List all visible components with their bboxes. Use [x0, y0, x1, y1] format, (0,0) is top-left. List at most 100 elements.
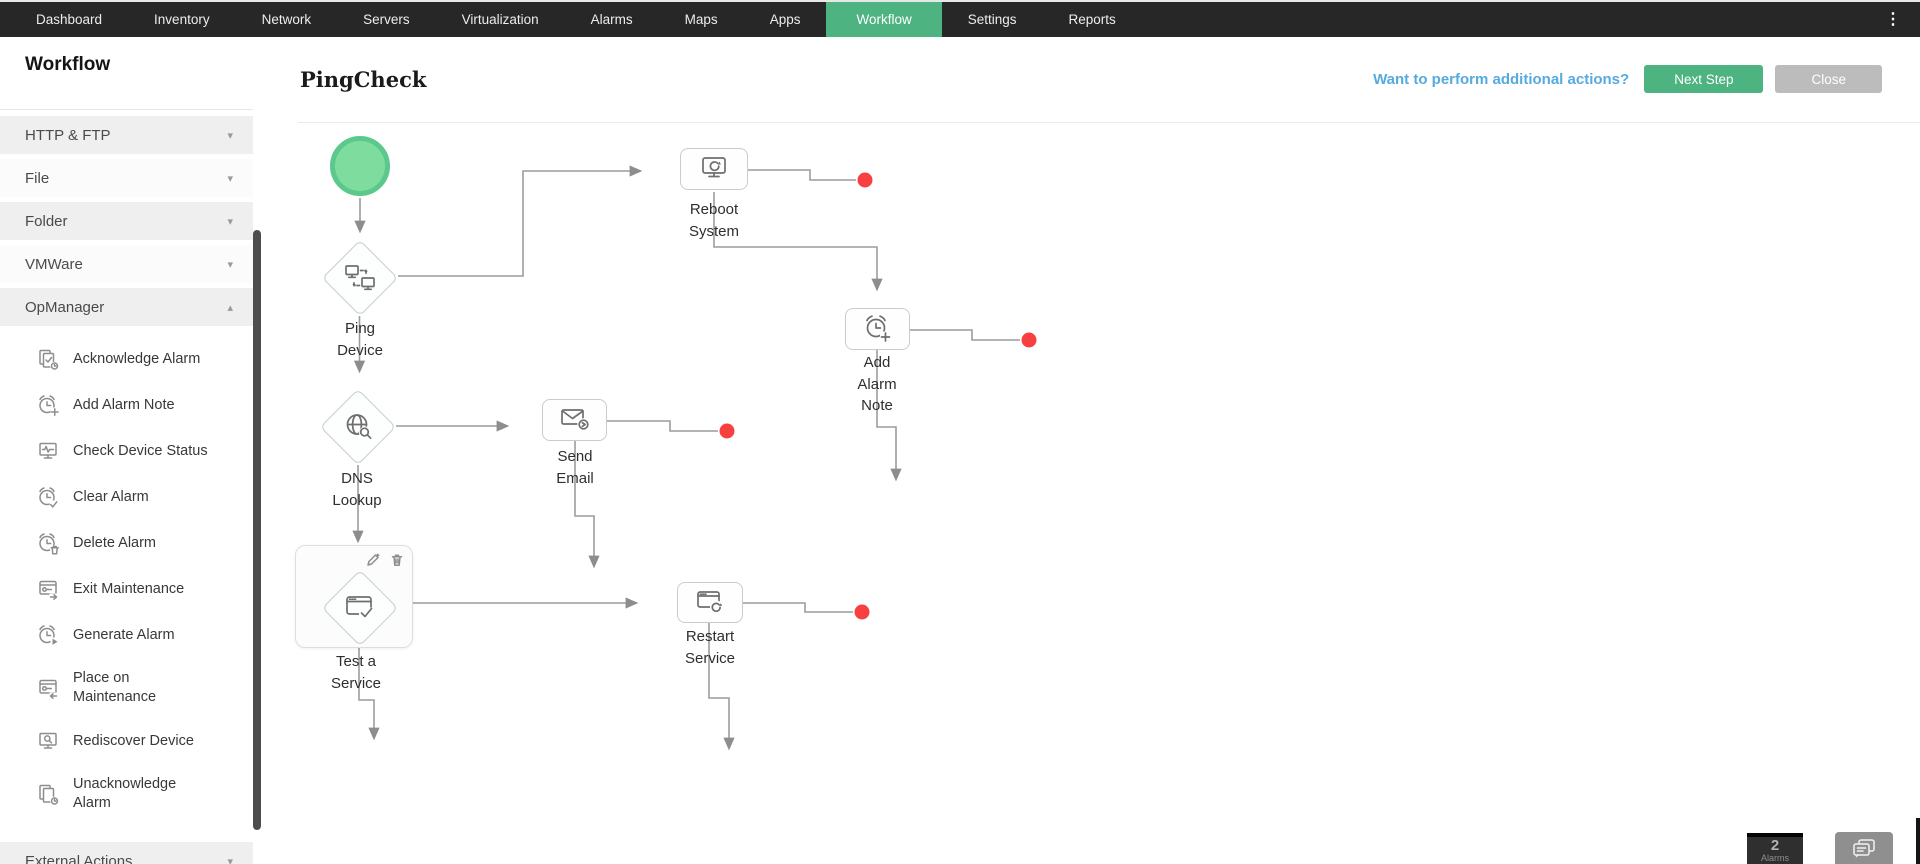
node-label-ping-device: Ping Device: [337, 320, 383, 359]
unconnected-endpoint-dot[interactable]: [719, 423, 735, 439]
page-title: PingCheck: [300, 66, 427, 92]
unconnected-endpoint-dot[interactable]: [854, 604, 870, 620]
sidebar-item-clear-alarm[interactable]: Clear Alarm: [0, 474, 253, 520]
item-label: Rediscover Device: [73, 732, 194, 749]
sidebar-item-check-device-status[interactable]: Check Device Status: [0, 428, 253, 474]
delete-icon[interactable]: [390, 553, 404, 567]
exit-maintenance-icon: [39, 580, 60, 601]
chevron-up-icon: ▴: [227, 301, 233, 314]
sidebar-section-vmware[interactable]: VMWare ▾: [0, 245, 253, 283]
sidebar-item-place-on-maintenance[interactable]: Place on Maintenance: [0, 658, 253, 718]
node-label-send-email: Send Email: [556, 448, 594, 487]
sidebar-section-file[interactable]: File ▾: [0, 159, 253, 197]
alarm-count-widget[interactable]: 2 Alarms: [1747, 833, 1803, 864]
node-dns-lookup[interactable]: [319, 388, 397, 466]
additional-actions-link[interactable]: Want to perform additional actions?: [1373, 70, 1630, 88]
nav-item-workflow[interactable]: Workflow: [826, 2, 942, 37]
node-test-a-service-selection[interactable]: [295, 545, 413, 648]
nav-item-inventory[interactable]: Inventory: [154, 12, 210, 27]
sidebar-section-external-actions[interactable]: External Actions ▾: [0, 842, 253, 864]
next-step-button[interactable]: Next Step: [1644, 65, 1764, 93]
node-label-restart-service: Restart Service: [684, 628, 736, 667]
section-label: External Actions: [25, 852, 133, 864]
opmanager-items: Acknowledge Alarm Add Alarm Note Check D…: [0, 331, 253, 826]
nav-item-maps[interactable]: Maps: [684, 12, 718, 27]
connector-send-email-to-endpoint: [607, 420, 718, 432]
sidebar-item-exit-maintenance[interactable]: Exit Maintenance: [0, 566, 253, 612]
node-add-alarm-note[interactable]: [845, 308, 910, 350]
nav-item-servers[interactable]: Servers: [363, 12, 410, 27]
reboot-system-icon: [702, 157, 726, 178]
item-label: Add Alarm Note: [73, 396, 175, 413]
ping-device-icon: [345, 265, 375, 291]
item-label: Unacknowledge Alarm: [73, 776, 177, 811]
unconnected-endpoint-dot[interactable]: [1021, 332, 1037, 348]
workflow-sidebar: Workflow HTTP & FTP ▾ File ▾ Folder ▾ VM…: [0, 37, 265, 864]
acknowledge-alarm-icon: [39, 349, 59, 371]
nav-item-apps[interactable]: Apps: [769, 12, 801, 27]
sidebar-section-opmanager[interactable]: OpManager ▴: [0, 288, 253, 326]
send-email-icon: [560, 409, 590, 431]
sidebar-title: Workflow: [25, 54, 111, 75]
nav-item-settings[interactable]: Settings: [967, 12, 1017, 27]
place-on-maintenance-icon: [39, 679, 60, 700]
generate-alarm-icon: [39, 625, 60, 647]
connector-restart-down: [708, 623, 735, 751]
node-test-a-service[interactable]: [321, 569, 399, 647]
rediscover-device-icon: [39, 732, 57, 749]
node-reboot-system[interactable]: [680, 148, 748, 190]
node-label-test-a-service: Test a Service: [330, 653, 382, 692]
header-divider: [298, 122, 1920, 123]
close-button[interactable]: Close: [1775, 65, 1882, 93]
section-label: HTTP & FTP: [25, 126, 111, 144]
connector-reboot-to-endpoint: [748, 169, 856, 181]
add-alarm-note-icon: [865, 315, 891, 343]
node-send-email[interactable]: [542, 399, 607, 441]
connector-add-note-to-endpoint: [910, 329, 1020, 341]
sidebar-item-generate-alarm[interactable]: Generate Alarm: [0, 612, 253, 658]
sidebar-scrollbar[interactable]: [253, 230, 261, 830]
node-label-dns-lookup: DNS Lookup: [332, 470, 382, 509]
connector-test-down: [358, 648, 380, 741]
sidebar-item-acknowledge-alarm[interactable]: Acknowledge Alarm: [0, 336, 253, 382]
sidebar-section-folder[interactable]: Folder ▾: [0, 202, 253, 240]
dns-lookup-icon: [346, 414, 372, 440]
sidebar-section-http-ftp[interactable]: HTTP & FTP ▾: [0, 116, 253, 154]
add-alarm-note-icon: [39, 395, 60, 417]
node-label-reboot-system: Reboot System: [688, 201, 739, 240]
check-device-status-icon: [39, 442, 57, 459]
connector-add-note-down: [876, 350, 902, 482]
delete-alarm-icon: [39, 533, 60, 555]
item-label: Generate Alarm: [73, 626, 175, 643]
unconnected-endpoint-dot[interactable]: [857, 172, 873, 188]
chat-widget[interactable]: [1835, 832, 1893, 864]
nav-item-virtualization[interactable]: Virtualization: [461, 12, 539, 27]
chevron-down-icon: ▾: [227, 172, 233, 185]
unacknowledge-alarm-icon: [39, 784, 59, 806]
nav-item-alarms[interactable]: Alarms: [590, 12, 633, 27]
workflow-start-node[interactable]: [330, 136, 390, 196]
chevron-down-icon: ▾: [227, 855, 233, 864]
section-label: Folder: [25, 212, 68, 230]
nav-item-reports[interactable]: Reports: [1068, 12, 1116, 27]
right-edge-panel: [1916, 818, 1920, 864]
canvas-header: PingCheck Want to perform additional act…: [300, 58, 1882, 100]
node-ping-device[interactable]: [321, 239, 399, 317]
nav-item-dashboard[interactable]: Dashboard: [36, 12, 103, 27]
sidebar-item-unacknowledge-alarm[interactable]: Unacknowledge Alarm: [0, 764, 253, 824]
edit-icon[interactable]: [366, 553, 380, 567]
node-restart-service[interactable]: [677, 582, 743, 623]
nav-item-network[interactable]: Network: [261, 12, 312, 27]
sidebar-item-add-alarm-note[interactable]: Add Alarm Note: [0, 382, 253, 428]
more-vertical-icon[interactable]: ⋮: [1885, 11, 1902, 28]
item-label: Check Device Status: [73, 442, 208, 459]
connector-restart-to-endpoint: [743, 602, 853, 613]
clear-alarm-icon: [39, 487, 60, 509]
sidebar-item-delete-alarm[interactable]: Delete Alarm: [0, 520, 253, 566]
sidebar-item-rediscover-device[interactable]: Rediscover Device: [0, 718, 253, 764]
item-label: Clear Alarm: [73, 488, 149, 505]
chevron-down-icon: ▾: [227, 215, 233, 228]
item-label: Place on Maintenance: [73, 670, 157, 705]
